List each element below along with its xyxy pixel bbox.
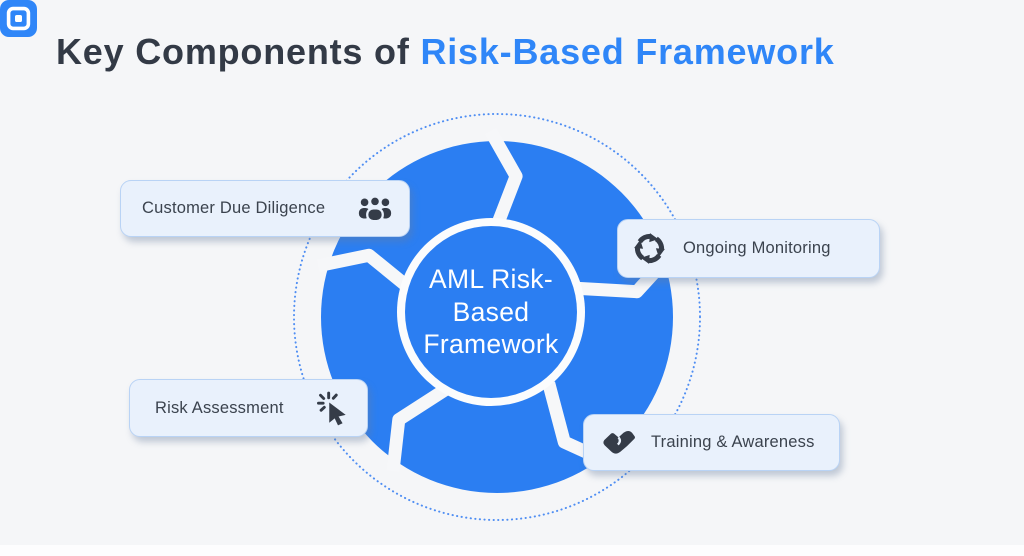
- page-title-accent: Risk-Based Framework: [420, 31, 835, 73]
- card-risk-assessment-label: Risk Assessment: [155, 398, 284, 417]
- cycle-arrows-icon: [633, 232, 666, 265]
- segment-gap: [316, 248, 421, 299]
- segment-gap: [484, 127, 523, 236]
- card-training-awareness: Training & Awareness: [583, 414, 840, 471]
- page-title: Key Components of Risk-Based Framework: [56, 31, 835, 73]
- hub-label-line2: Based: [452, 296, 530, 327]
- card-training-awareness-label: Training & Awareness: [651, 433, 815, 451]
- hub-label-line1: AML Risk-: [429, 264, 553, 294]
- card-ongoing-monitoring-label: Ongoing Monitoring: [683, 239, 831, 257]
- card-customer-due-diligence: Customer Due Diligence: [120, 180, 410, 237]
- hub-label-line3: Framework: [423, 329, 559, 359]
- hub-circle: [405, 226, 577, 398]
- bottom-strip: [0, 545, 1024, 556]
- dotted-ring: [293, 113, 701, 521]
- hub-label: AML Risk- Based Framework: [381, 263, 601, 361]
- people-group-icon: [357, 194, 393, 223]
- card-ongoing-monitoring: Ongoing Monitoring: [617, 219, 880, 278]
- page-title-dark: Key Components of: [56, 31, 410, 73]
- handshake-icon: [600, 428, 636, 458]
- cursor-click-icon: [317, 391, 352, 426]
- card-risk-assessment: Risk Assessment: [129, 379, 368, 437]
- square-in-square-logo-icon: [0, 0, 37, 37]
- segment-gap: [386, 381, 454, 472]
- card-customer-due-diligence-label: Customer Due Diligence: [142, 199, 326, 217]
